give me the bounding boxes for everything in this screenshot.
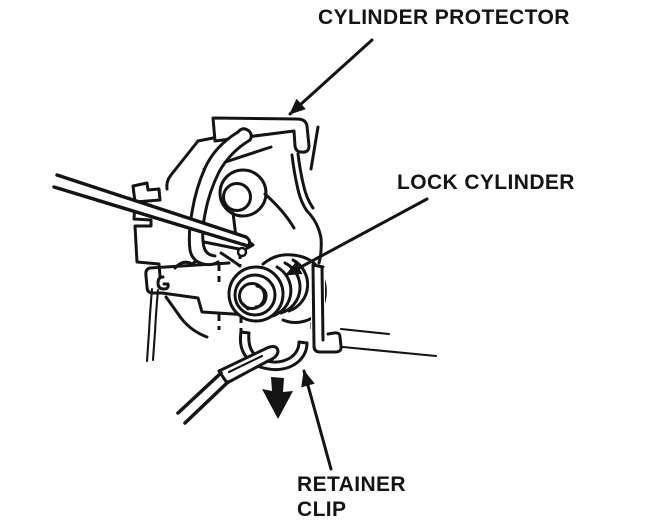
housing-strap — [187, 127, 253, 267]
leader-retainer-clip — [301, 369, 333, 471]
retainer-clip-label-line1: RETAINER — [297, 473, 406, 496]
cylinder-protector-label: CYLINDER PROTECTOR — [318, 6, 570, 29]
retainer-clip-label-line2: CLIP — [297, 498, 347, 521]
pin-punch-tool — [52, 173, 252, 258]
spring-pin-end — [236, 246, 248, 258]
callout-leaders — [284, 38, 429, 471]
leader-lock-cylinder — [284, 197, 429, 277]
hook-detail — [156, 275, 170, 291]
right-bracket — [311, 263, 438, 358]
cylinder-protector-part — [211, 116, 315, 213]
screwdriver-blade — [217, 345, 280, 385]
retainer-clip-label: RETAINER CLIP — [297, 472, 406, 522]
lock-cylinder-label: LOCK CYLINDER — [397, 171, 575, 194]
wire-cable — [145, 287, 160, 363]
screwdriver-tool — [176, 345, 280, 425]
keyway-detail — [254, 284, 268, 309]
ignition-switch-boss — [218, 168, 268, 218]
lock-cylinder-part — [227, 252, 328, 326]
press-down-arrow — [262, 377, 293, 419]
leader-cylinder-protector — [288, 38, 374, 116]
